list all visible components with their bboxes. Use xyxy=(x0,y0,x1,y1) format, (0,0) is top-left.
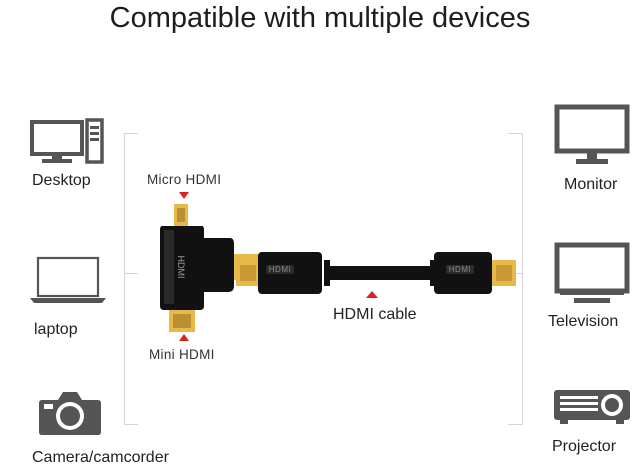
left-bracket-top xyxy=(124,133,138,134)
page-title: Compatible with multiple devices xyxy=(109,2,531,34)
micro-marker-icon xyxy=(179,192,189,199)
monitor-label: Monitor xyxy=(564,176,618,193)
laptop-label: laptop xyxy=(34,321,78,338)
left-bracket-mid xyxy=(124,273,138,274)
right-bracket-bottom xyxy=(508,424,522,425)
cable-marker-icon xyxy=(366,291,378,298)
mini-marker-icon xyxy=(179,334,189,341)
laptop-icon xyxy=(30,256,106,303)
cable-plug-text-right: HDMI xyxy=(446,265,474,274)
right-bracket-line xyxy=(522,133,523,425)
left-bracket-bottom xyxy=(124,424,138,425)
mini-hdmi-label: Mini HDMI xyxy=(149,347,215,362)
hdmi-adapter-icon xyxy=(160,204,262,332)
desktop-label: Desktop xyxy=(32,172,91,189)
left-bracket-line xyxy=(124,133,125,425)
desktop-icon xyxy=(30,118,104,164)
adapter-body-text: HDMI xyxy=(176,255,186,279)
television-icon xyxy=(554,242,630,303)
right-bracket-top xyxy=(508,133,522,134)
micro-hdmi-label: Micro HDMI xyxy=(147,172,222,187)
cable-plug-text-left: HDMI xyxy=(266,265,294,274)
projector-label: Projector xyxy=(552,438,617,455)
camera-label: Camera/camcorder xyxy=(32,449,169,466)
monitor-icon xyxy=(554,104,630,164)
projector-icon xyxy=(554,390,630,424)
hdmi-cable-label: HDMI cable xyxy=(333,306,417,323)
television-label: Television xyxy=(548,313,619,330)
camera-icon xyxy=(39,392,101,435)
